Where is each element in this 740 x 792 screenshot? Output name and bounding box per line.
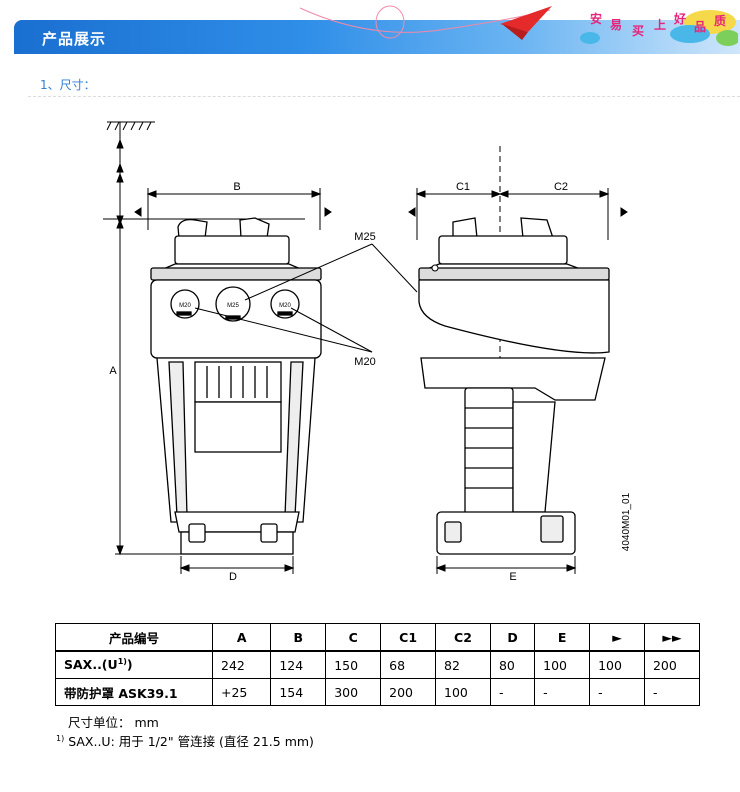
table-cell: 80 <box>489 650 536 679</box>
slogan-char: 上 <box>654 18 667 32</box>
table-cell: 242 <box>211 650 272 679</box>
table-cell: SAX..(U1)) <box>55 650 213 679</box>
table-cell: - <box>534 678 591 706</box>
table-cell: 124 <box>270 650 327 679</box>
cable-gland-center <box>215 286 251 322</box>
table-cell: 300 <box>325 678 382 706</box>
table-header: 产品编号 <box>55 623 213 652</box>
label-M25: M25 <box>354 231 375 243</box>
section-title: 1、尺寸： <box>40 78 96 92</box>
table-header: C2 <box>435 623 491 652</box>
table-cell: 154 <box>270 678 327 706</box>
table-cell: 200 <box>380 678 437 706</box>
label-E: E <box>509 571 516 583</box>
cable-gland-left <box>170 289 200 319</box>
dimension-table: 产品编号 A B C C1 C2 D E ► ►► SAX..(U1)) 242… <box>55 623 701 706</box>
unit-note: 尺寸单位： mm <box>68 715 159 730</box>
table-cell: 带防护罩 ASK39.1 <box>55 678 213 706</box>
table-header: C <box>325 623 382 652</box>
drawing-code: 4040M01_01 <box>621 492 632 551</box>
label-B: B <box>233 181 240 193</box>
table-cell: - <box>589 678 645 706</box>
table-cell: 200 <box>643 650 701 679</box>
table-header: E <box>534 623 591 652</box>
slogan-char: 买 <box>632 24 645 38</box>
footnote: 1) SAX..U: 用于 1/2" 管连接 (直径 21.5 mm) <box>56 733 314 749</box>
dimension-drawing: A B M20 M25 M20 <box>103 121 632 583</box>
table-cell: 100 <box>435 678 491 706</box>
table-header: ► <box>589 623 645 652</box>
table-cell: +25 <box>211 678 272 706</box>
actuator-side-view <box>418 217 610 555</box>
ceiling-hatch <box>106 121 155 131</box>
table-cell: - <box>489 678 536 706</box>
port-label: M20 <box>179 303 191 309</box>
label-C1: C1 <box>456 181 470 193</box>
port-label: M20 <box>279 303 291 309</box>
label-D: D <box>229 571 237 583</box>
table-row: 带防护罩 ASK39.1 +25 154 300 200 100 - - - - <box>55 678 701 706</box>
table-header: B <box>270 623 327 652</box>
cable-gland-right <box>270 289 300 319</box>
paper-plane-icon <box>500 6 552 32</box>
table-cell: 68 <box>380 650 437 679</box>
table-header: C1 <box>380 623 437 652</box>
table-header: ►► <box>643 623 701 652</box>
table-header-row: 产品编号 A B C C1 C2 D E ► ►► <box>55 623 701 652</box>
port-label: M25 <box>227 303 239 309</box>
divider <box>28 96 740 97</box>
page-title: 产品展示 <box>42 30 107 48</box>
slogan-char: 品 <box>694 20 707 34</box>
table-header: D <box>489 623 536 652</box>
label-C2: C2 <box>554 181 568 193</box>
header-bar <box>14 20 740 54</box>
actuator-front-view <box>150 217 322 555</box>
slogan-char: 安 <box>590 12 603 26</box>
table-row: SAX..(U1)) 242 124 150 68 82 80 100 100 … <box>55 650 701 679</box>
table-cell: - <box>643 678 701 706</box>
table-cell: 82 <box>435 650 491 679</box>
table-cell: 150 <box>325 650 382 679</box>
label-A: A <box>109 365 117 377</box>
slogan-char: 易 <box>610 18 623 32</box>
table-cell: 100 <box>589 650 645 679</box>
slogan-char: 质 <box>714 14 727 28</box>
table-cell: 100 <box>534 650 591 679</box>
label-M20: M20 <box>354 356 375 368</box>
table-header: A <box>211 623 272 652</box>
decorative-swirl <box>299 5 552 40</box>
header-banner: 产品展示 安 易 买 上 好 品 质 <box>0 0 740 58</box>
slogan: 安 易 买 上 好 品 质 <box>578 4 738 50</box>
slogan-char: 好 <box>674 12 687 26</box>
